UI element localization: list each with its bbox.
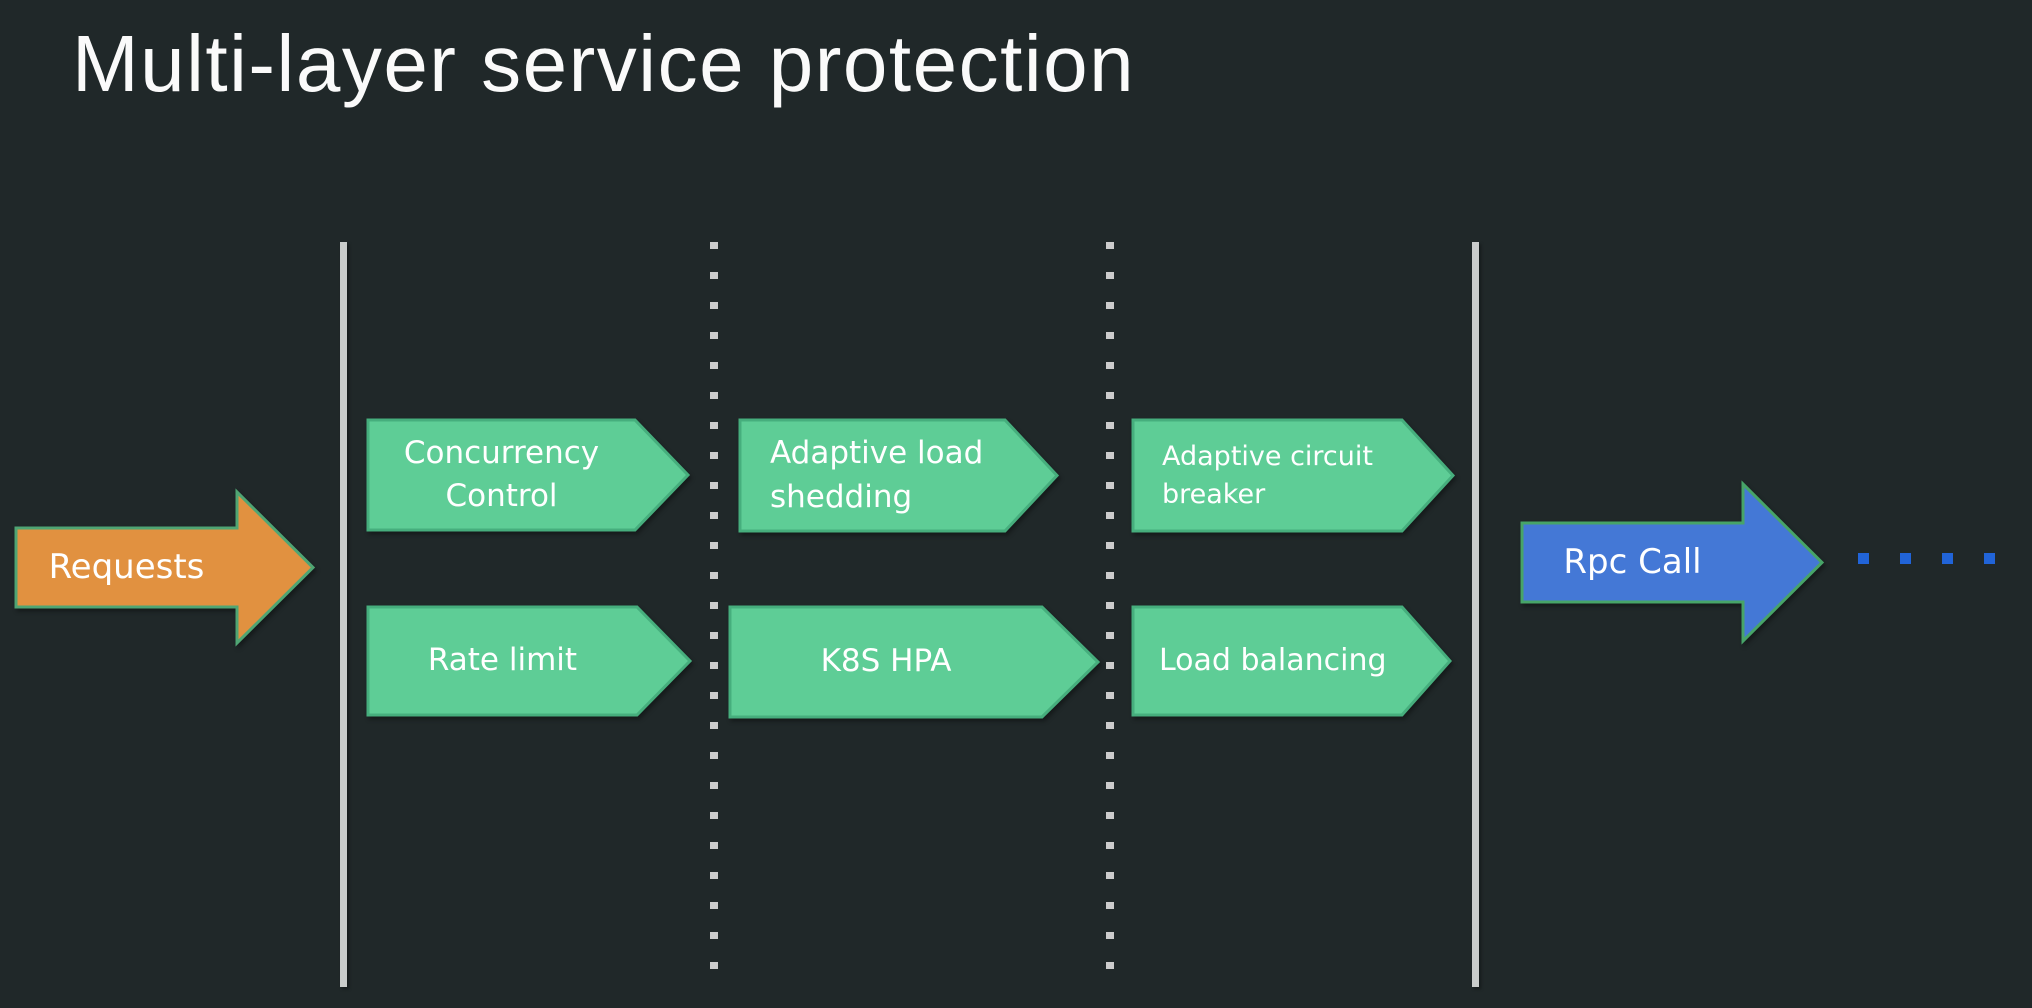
chevron-shape-icon xyxy=(366,605,693,717)
right-arrow-icon xyxy=(14,488,316,647)
chevron-shape-icon xyxy=(366,418,691,532)
trail-dot xyxy=(1942,553,1953,564)
stage-concurrency-control: Concurrency Control xyxy=(366,418,691,532)
trail-dot xyxy=(1858,553,1869,564)
stage-adaptive-load-shedding: Adaptive load shedding xyxy=(738,418,1060,533)
divider-solid-left xyxy=(340,242,347,987)
rpc-call-arrow: Rpc Call xyxy=(1520,480,1825,645)
stage-label: K8S HPA xyxy=(820,643,952,680)
stage-label: Adaptive circuit breaker xyxy=(1162,440,1373,510)
stage-label: Adaptive load shedding xyxy=(770,435,984,515)
chevron-shape-icon xyxy=(1131,418,1456,533)
stage-adaptive-circuit-breaker: Adaptive circuit breaker xyxy=(1131,418,1456,533)
divider-dotted-1 xyxy=(710,242,718,972)
chevron-shape-icon xyxy=(738,418,1060,533)
stage-label: Rate limit xyxy=(427,642,578,679)
slide-title: Multi-layer service protection xyxy=(72,19,1136,108)
stage-load-balancing: Load balancing xyxy=(1131,605,1453,717)
trail-dots xyxy=(1858,553,1995,564)
requests-label: Requests xyxy=(48,546,205,587)
chevron-shape-icon xyxy=(1131,605,1453,717)
stage-label: Load balancing xyxy=(1159,643,1387,678)
stage-rate-limit: Rate limit xyxy=(366,605,693,717)
divider-dotted-2 xyxy=(1106,242,1114,972)
stage-k8s-hpa: K8S HPA xyxy=(728,605,1101,719)
divider-solid-right xyxy=(1472,242,1479,987)
trail-dot xyxy=(1984,553,1995,564)
rpc-call-label: Rpc Call xyxy=(1563,541,1702,582)
stage-label: Concurrency Control xyxy=(403,434,600,514)
trail-dot xyxy=(1900,553,1911,564)
requests-arrow: Requests xyxy=(14,484,316,647)
chevron-shape-icon xyxy=(728,605,1101,719)
right-arrow-icon xyxy=(1520,480,1825,645)
